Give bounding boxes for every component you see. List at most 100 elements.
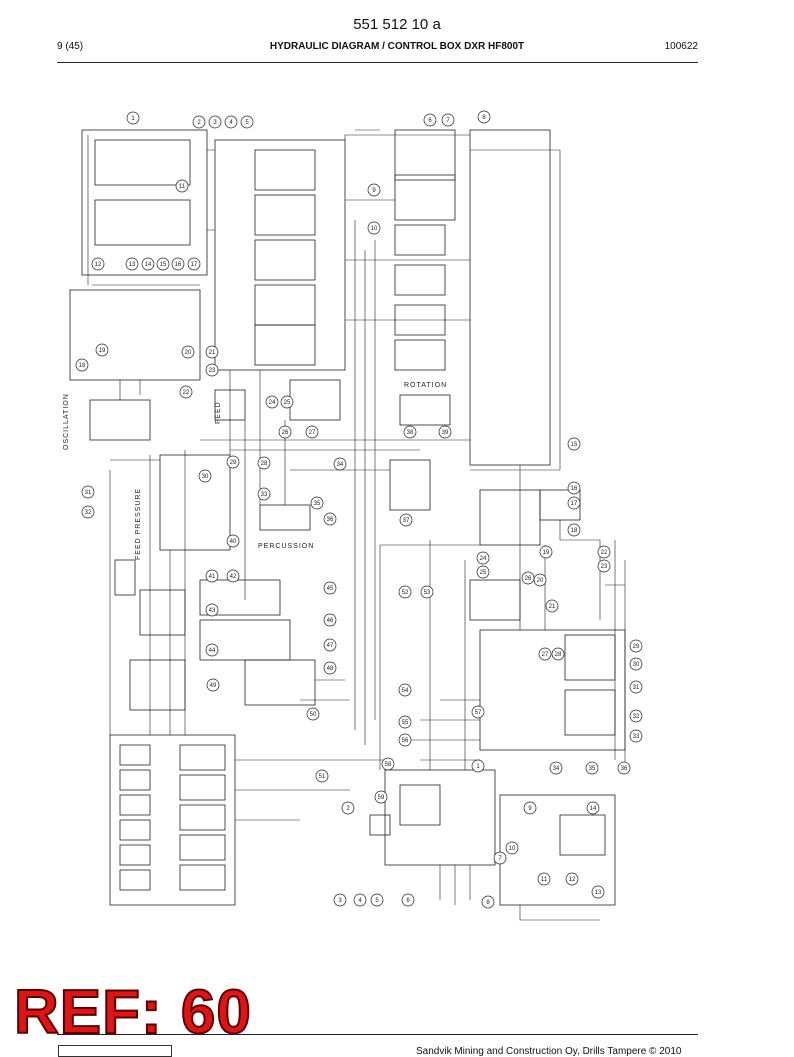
callout-number: 44	[209, 648, 216, 654]
callout-number: 48	[327, 666, 334, 672]
callout-number: 11	[179, 184, 186, 190]
callout-number: 49	[210, 683, 217, 689]
callout-number: 12	[95, 262, 102, 268]
label-feed-pressure: FEED PRESSURE	[135, 488, 142, 560]
callout-number: 32	[633, 714, 640, 720]
callout-number: 9	[372, 188, 376, 194]
callout-number: 5	[245, 120, 249, 126]
callout-number: 42	[230, 574, 237, 580]
callout-number: 46	[327, 618, 334, 624]
callout-number: 10	[371, 226, 378, 232]
callout-number: 12	[569, 877, 576, 883]
footer-rule	[57, 1034, 698, 1035]
callout-number: 7	[446, 118, 450, 124]
callout-number: 2	[346, 806, 350, 812]
callout-number: 35	[314, 501, 321, 507]
callout-number: 58	[385, 762, 392, 768]
callout-number: 37	[403, 518, 410, 524]
callout-number: 13	[595, 890, 602, 896]
callout-number: 50	[310, 712, 317, 718]
callout-number: 34	[337, 462, 344, 468]
callout-number: 23	[209, 368, 216, 374]
callout-number: 30	[633, 662, 640, 668]
callout-number: 1	[476, 764, 480, 770]
callout-number: 56	[402, 738, 409, 744]
label-percussion: PERCUSSION	[258, 543, 314, 550]
label-feed: FEED	[215, 401, 222, 424]
callout-number: 15	[160, 262, 167, 268]
callout-number: 16	[175, 262, 182, 268]
callout-number: 19	[543, 550, 550, 556]
callout-number: 16	[571, 486, 578, 492]
callout-number: 4	[358, 898, 362, 904]
callout-number: 20	[537, 578, 544, 584]
callout-number: 25	[480, 570, 487, 576]
callout-number: 27	[309, 430, 316, 436]
callout-number: 21	[209, 350, 216, 356]
callout-number: 4	[229, 120, 233, 126]
callout-number: 8	[482, 115, 486, 121]
label-rotation: ROTATION	[404, 382, 447, 389]
callout-number: 24	[269, 400, 276, 406]
callout-number: 52	[402, 590, 409, 596]
callout-number: 7	[498, 856, 502, 862]
callout-number: 1	[131, 116, 135, 122]
callout-number: 17	[191, 262, 198, 268]
callout-number: 11	[541, 877, 548, 883]
callout-number: 18	[571, 528, 578, 534]
callout-number: 38	[407, 430, 414, 436]
callout-number: 55	[402, 720, 409, 726]
callout-number: 18	[79, 363, 86, 369]
callout-number: 25	[284, 400, 291, 406]
callout-number: 6	[406, 898, 410, 904]
callout-number: 27	[542, 652, 549, 658]
callout-number: 8	[486, 900, 490, 906]
callout-number: 15	[571, 442, 578, 448]
callout-number: 14	[145, 262, 152, 268]
callout-number: 6	[428, 118, 432, 124]
callout-number: 23	[601, 564, 608, 570]
callout-number: 22	[183, 390, 190, 396]
callout-number: 51	[319, 774, 326, 780]
page-number: 9 (45)	[57, 41, 84, 52]
callout-number: 5	[375, 898, 379, 904]
callout-number: 31	[85, 490, 92, 496]
callout-number: 2	[197, 120, 201, 126]
callout-number: 45	[327, 586, 334, 592]
callout-number: 21	[549, 604, 556, 610]
callout-number: 17	[571, 501, 578, 507]
callout-number: 29	[230, 460, 237, 466]
callout-number: 30	[202, 474, 209, 480]
callout-number: 40	[230, 539, 237, 545]
callout-number: 39	[442, 430, 449, 436]
callout-number: 19	[99, 348, 106, 354]
date-code: 100622	[664, 41, 698, 52]
callout-number: 29	[633, 644, 640, 650]
callout-number: 28	[261, 461, 268, 467]
callout-number: 59	[378, 795, 385, 801]
callout-number: 24	[480, 556, 487, 562]
callout-number: 3	[338, 898, 342, 904]
callout-number: 3	[213, 120, 217, 126]
callout-number: 47	[327, 643, 334, 649]
callout-number: 36	[327, 517, 334, 523]
callout-number: 33	[633, 734, 640, 740]
callout-number: 32	[85, 510, 92, 516]
page-title: HYDRAULIC DIAGRAM / CONTROL BOX DXR HF80…	[269, 41, 525, 52]
callout-number: 57	[475, 710, 482, 716]
footer-copyright: Sandvik Mining and Construction Oy, Dril…	[416, 1046, 682, 1057]
callout-number: 34	[553, 766, 560, 772]
callout-number: 28	[555, 652, 562, 658]
callout-number: 31	[633, 685, 640, 691]
callout-number: 41	[209, 574, 216, 580]
callout-number: 22	[601, 550, 608, 556]
callout-number: 13	[129, 262, 136, 268]
callout-number: 10	[509, 846, 516, 852]
callout-number: 20	[185, 350, 192, 356]
callout-number: 9	[528, 806, 532, 812]
callout-number: 33	[261, 492, 268, 498]
callout-number: 26	[525, 576, 532, 582]
callout-number: 43	[209, 608, 216, 614]
callout-number: 36	[621, 766, 628, 772]
